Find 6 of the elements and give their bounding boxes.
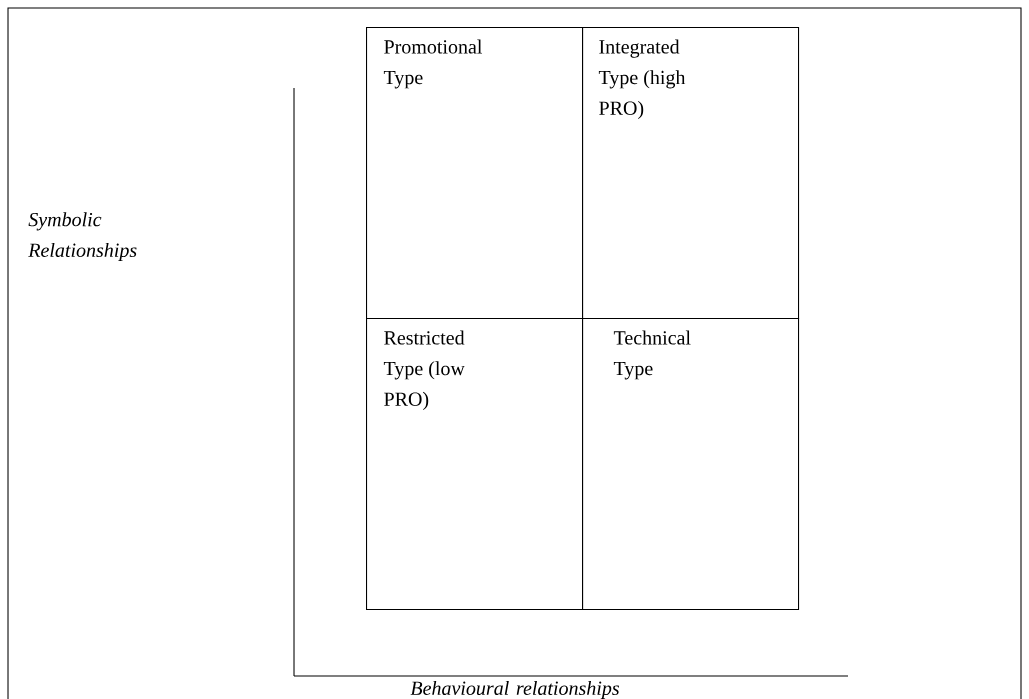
quadrant-box: Restricted Type (low PRO) xyxy=(366,318,584,611)
axis-label: Symbolic Relationships xyxy=(28,212,137,262)
quadrant-box: Technical Type xyxy=(582,318,800,611)
quadrant-box: Integrated Type (high PRO) xyxy=(582,27,800,320)
quadrant-box: Promotional Type xyxy=(366,27,584,320)
axis-label: Behavioural relationships xyxy=(410,680,620,699)
